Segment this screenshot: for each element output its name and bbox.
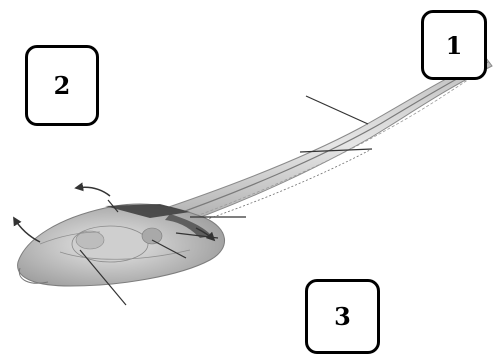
label-number: 1 xyxy=(446,31,463,60)
label-box-3: 3 xyxy=(305,279,380,354)
label-number: 3 xyxy=(334,302,351,331)
organism-tail xyxy=(148,58,492,232)
label-box-2: 2 xyxy=(25,45,99,126)
pointer-line xyxy=(306,96,368,124)
arrow-icon xyxy=(76,187,110,196)
organism-head xyxy=(18,204,225,286)
label-number: 2 xyxy=(54,71,71,100)
label-box-1: 1 xyxy=(421,10,487,80)
